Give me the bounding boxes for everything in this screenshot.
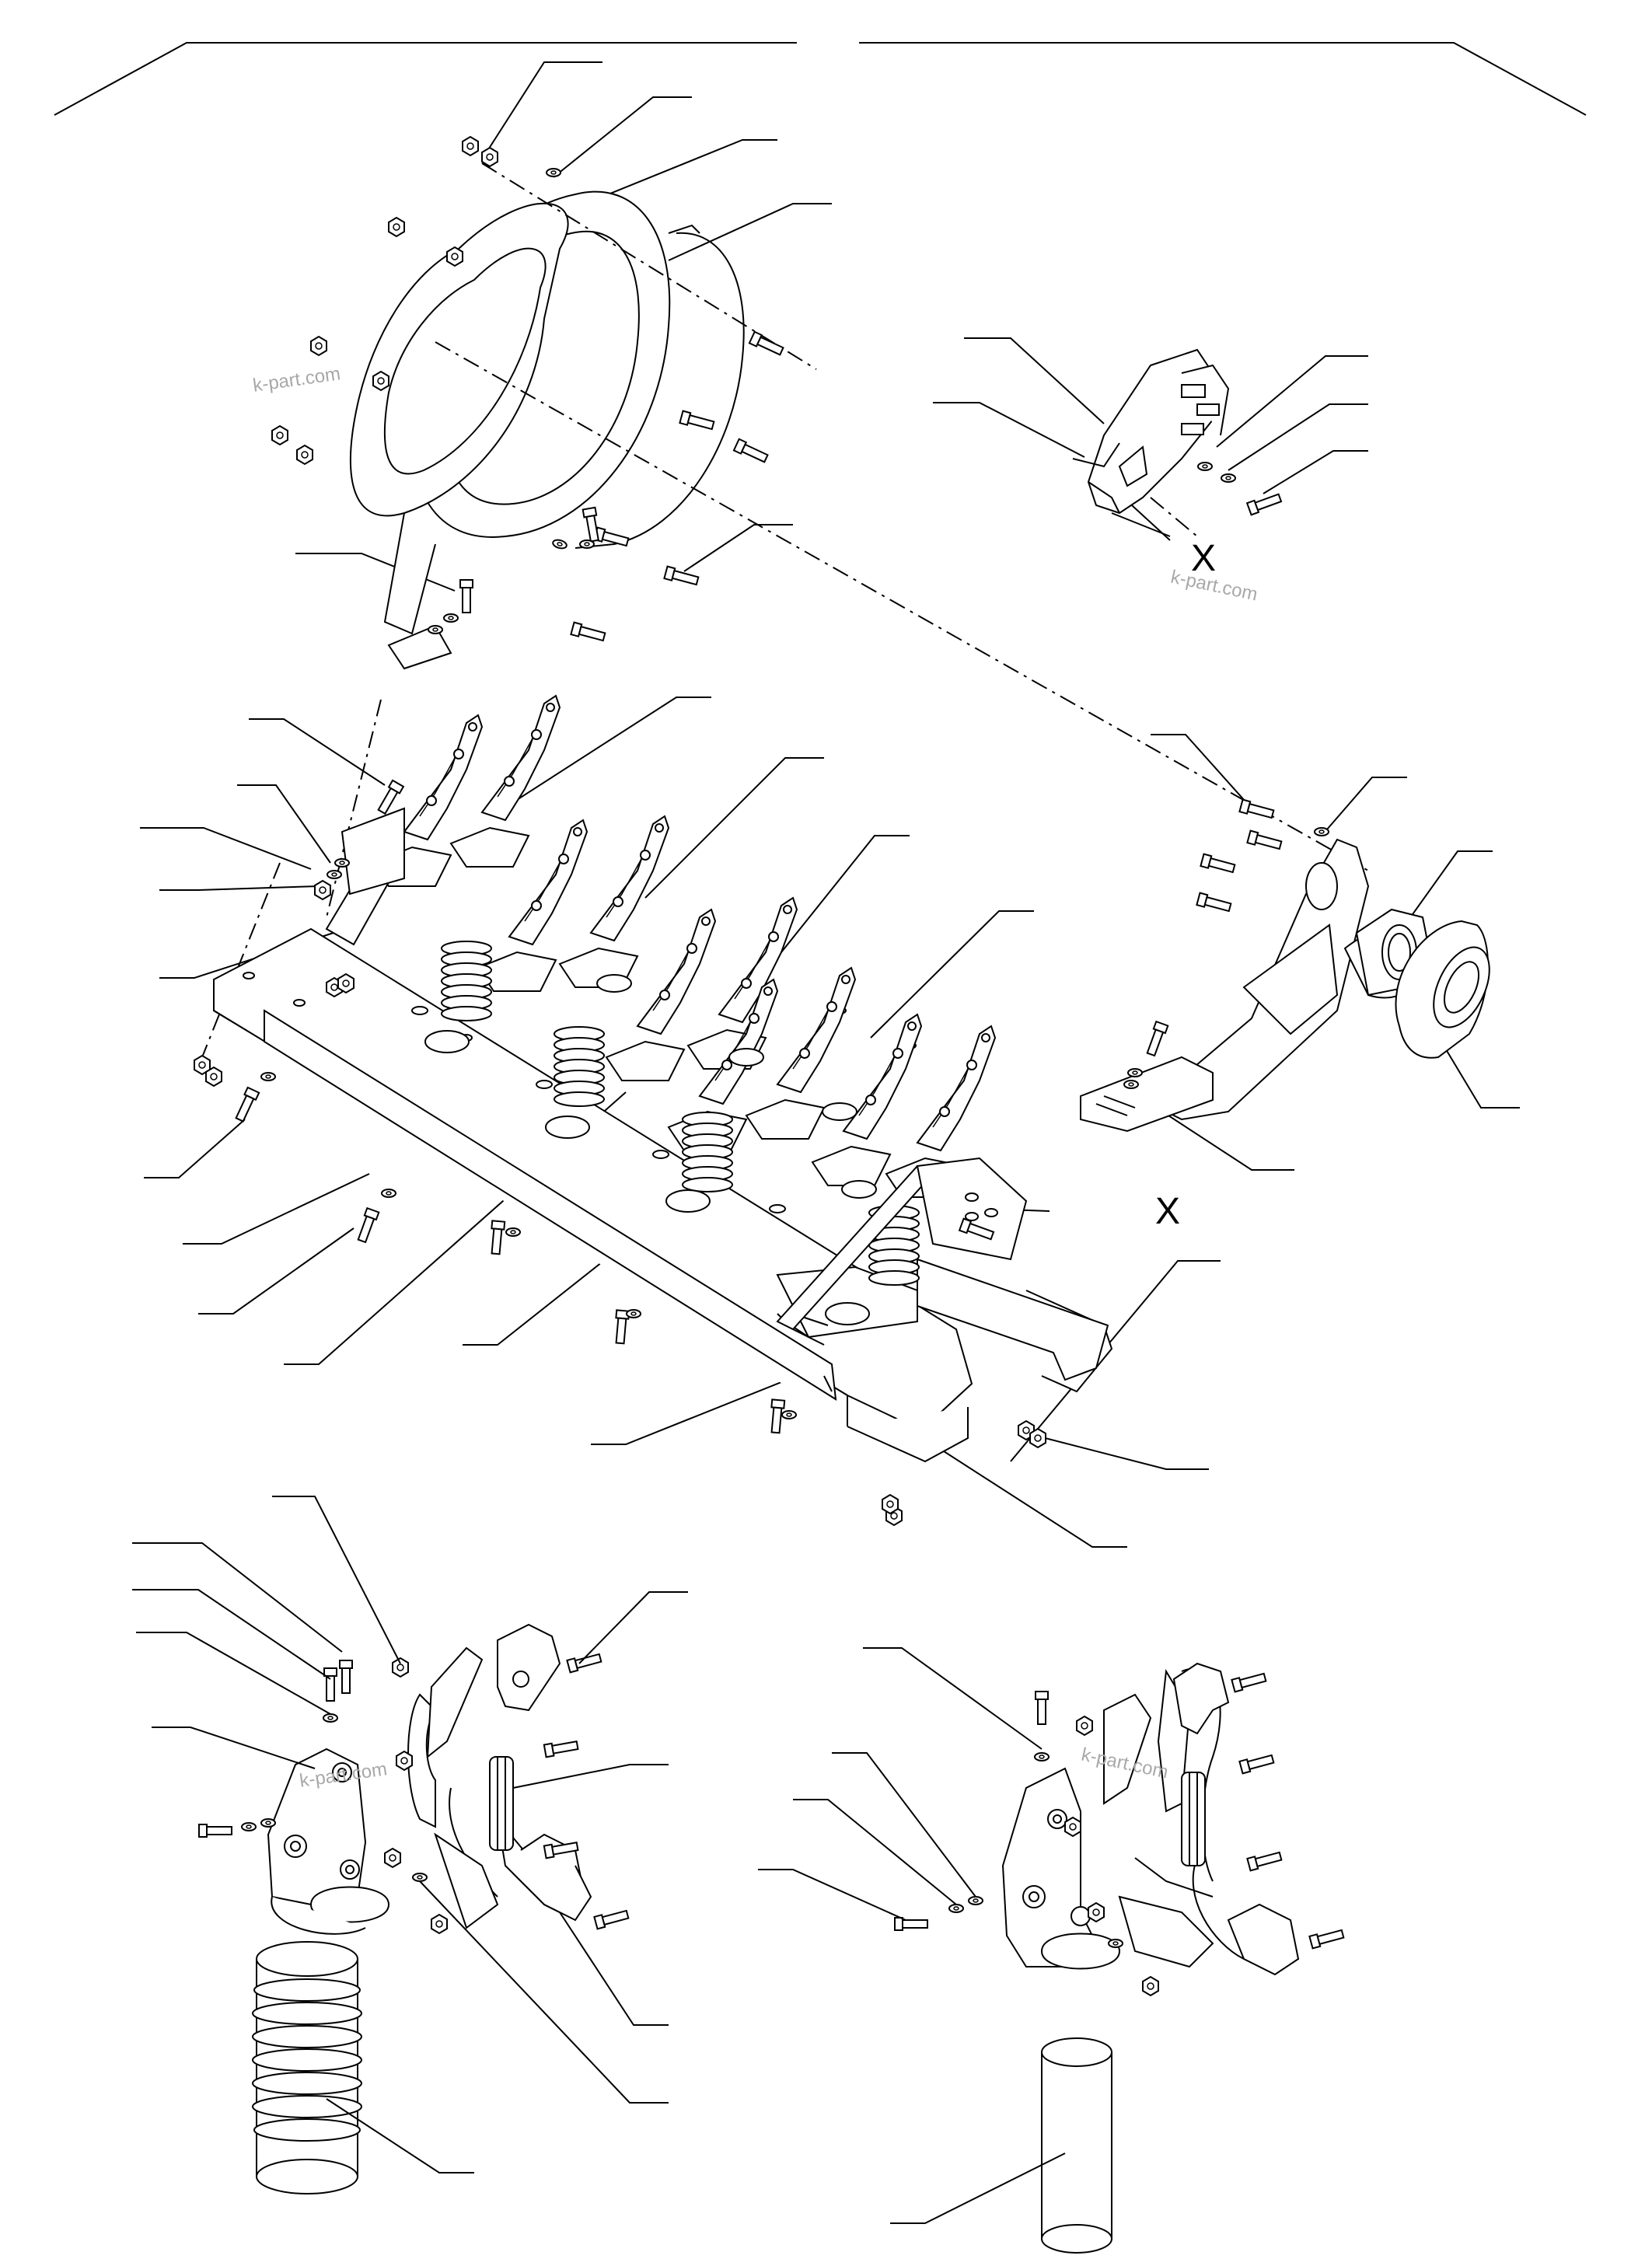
flange-disc xyxy=(1395,920,1490,1059)
spring-1 xyxy=(441,941,492,1021)
frame-lines xyxy=(54,42,1587,116)
front-flange-plate xyxy=(349,202,569,670)
detail-x-callout-body: X xyxy=(1155,1191,1181,1232)
spring-3 xyxy=(682,1112,733,1192)
right-holder-springs xyxy=(1041,1772,1206,2254)
main-beam xyxy=(213,927,1113,1463)
spring-2 xyxy=(554,1026,605,1107)
left-holder-springs xyxy=(252,1756,514,2194)
spring-bases xyxy=(424,974,877,1325)
right-holder-view xyxy=(1001,1662,1300,1976)
detail-x-washers xyxy=(1197,462,1284,516)
left-post xyxy=(325,807,405,946)
tine-arm-2 xyxy=(450,695,561,868)
detail-x-view xyxy=(1072,348,1230,515)
side-plate xyxy=(776,1157,1028,1331)
leader-lines-bottom xyxy=(132,1496,1066,2224)
left-holder-view xyxy=(267,1623,592,1935)
detail-x-callout-top: X xyxy=(1191,538,1217,579)
